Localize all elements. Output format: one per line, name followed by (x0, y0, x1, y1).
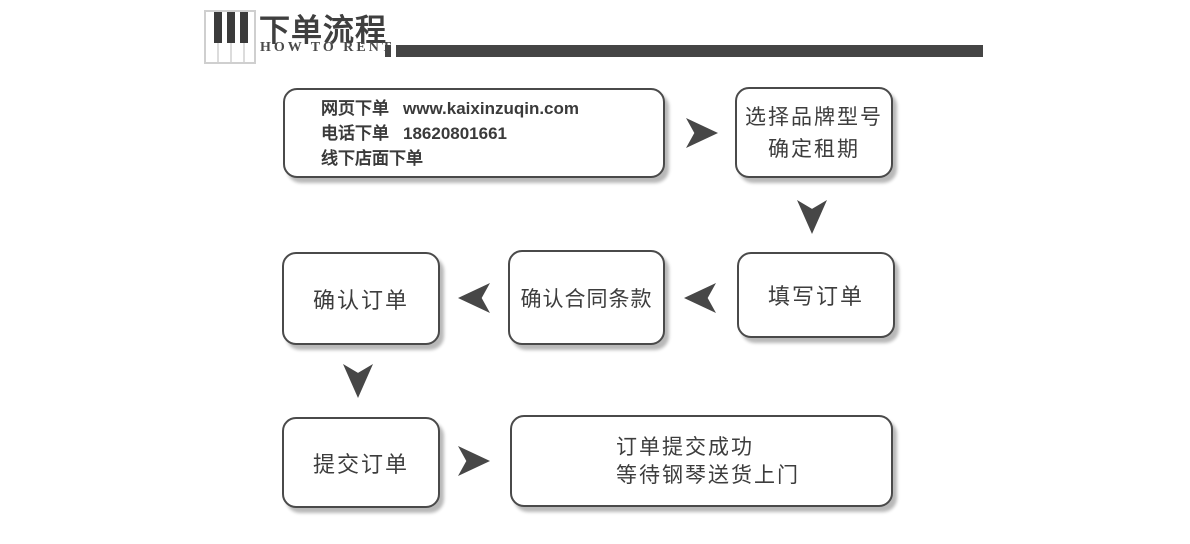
order-channel-offline: 线下店面下单 (321, 146, 663, 171)
step-confirm-contract-label: 确认合同条款 (520, 286, 653, 311)
step-order-channels: 网页下单 www.kaixinzuqin.com 电话下单 1862080166… (283, 88, 665, 178)
piano-black-key (227, 12, 235, 43)
step-select-brand: 选择品牌型号 确定租期 (735, 87, 893, 178)
step-confirm-contract: 确认合同条款 (508, 250, 665, 345)
step-order-success-line1: 订单提交成功 (616, 435, 754, 459)
header-rule-bar (396, 45, 983, 57)
header-rule-tick (385, 45, 391, 57)
piano-black-key (240, 12, 248, 43)
step-select-brand-line1: 选择品牌型号 (745, 104, 883, 129)
step-order-success: 订单提交成功 等待钢琴送货上门 (510, 415, 893, 507)
arrow-down-icon (343, 364, 373, 398)
piano-black-key (214, 12, 222, 43)
step-fill-order: 填写订单 (737, 252, 895, 338)
step-fill-order-label: 填写订单 (767, 284, 864, 309)
step-select-brand-line2: 确定租期 (768, 136, 860, 161)
step-confirm-order-label: 确认订单 (312, 287, 409, 313)
section-title: 下单流程 (259, 13, 387, 48)
step-submit-order-label: 提交订单 (312, 451, 409, 477)
arrow-left-icon (458, 283, 490, 313)
order-channel-phone-label: 电话下单 (321, 123, 389, 143)
arrow-right-icon (458, 446, 490, 476)
step-submit-order: 提交订单 (282, 417, 440, 508)
order-channel-phone: 电话下单 18620801661 (321, 121, 663, 146)
arrow-left-icon (684, 283, 716, 313)
order-channel-offline-label: 线下店面下单 (321, 148, 423, 168)
arrow-right-icon (686, 118, 718, 148)
order-channel-web-label: 网页下单 (321, 98, 389, 118)
section-subtitle: HOW TO RENT (260, 40, 395, 55)
order-channel-web-url: www.kaixinzuqin.com (403, 98, 580, 118)
order-channel-web: 网页下单 www.kaixinzuqin.com (321, 96, 663, 121)
arrow-down-icon (797, 200, 827, 234)
order-channel-phone-number: 18620801661 (403, 123, 508, 143)
step-confirm-order: 确认订单 (282, 252, 440, 345)
step-order-success-line2: 等待钢琴送货上门 (616, 463, 800, 487)
piano-keys-icon (204, 10, 256, 64)
